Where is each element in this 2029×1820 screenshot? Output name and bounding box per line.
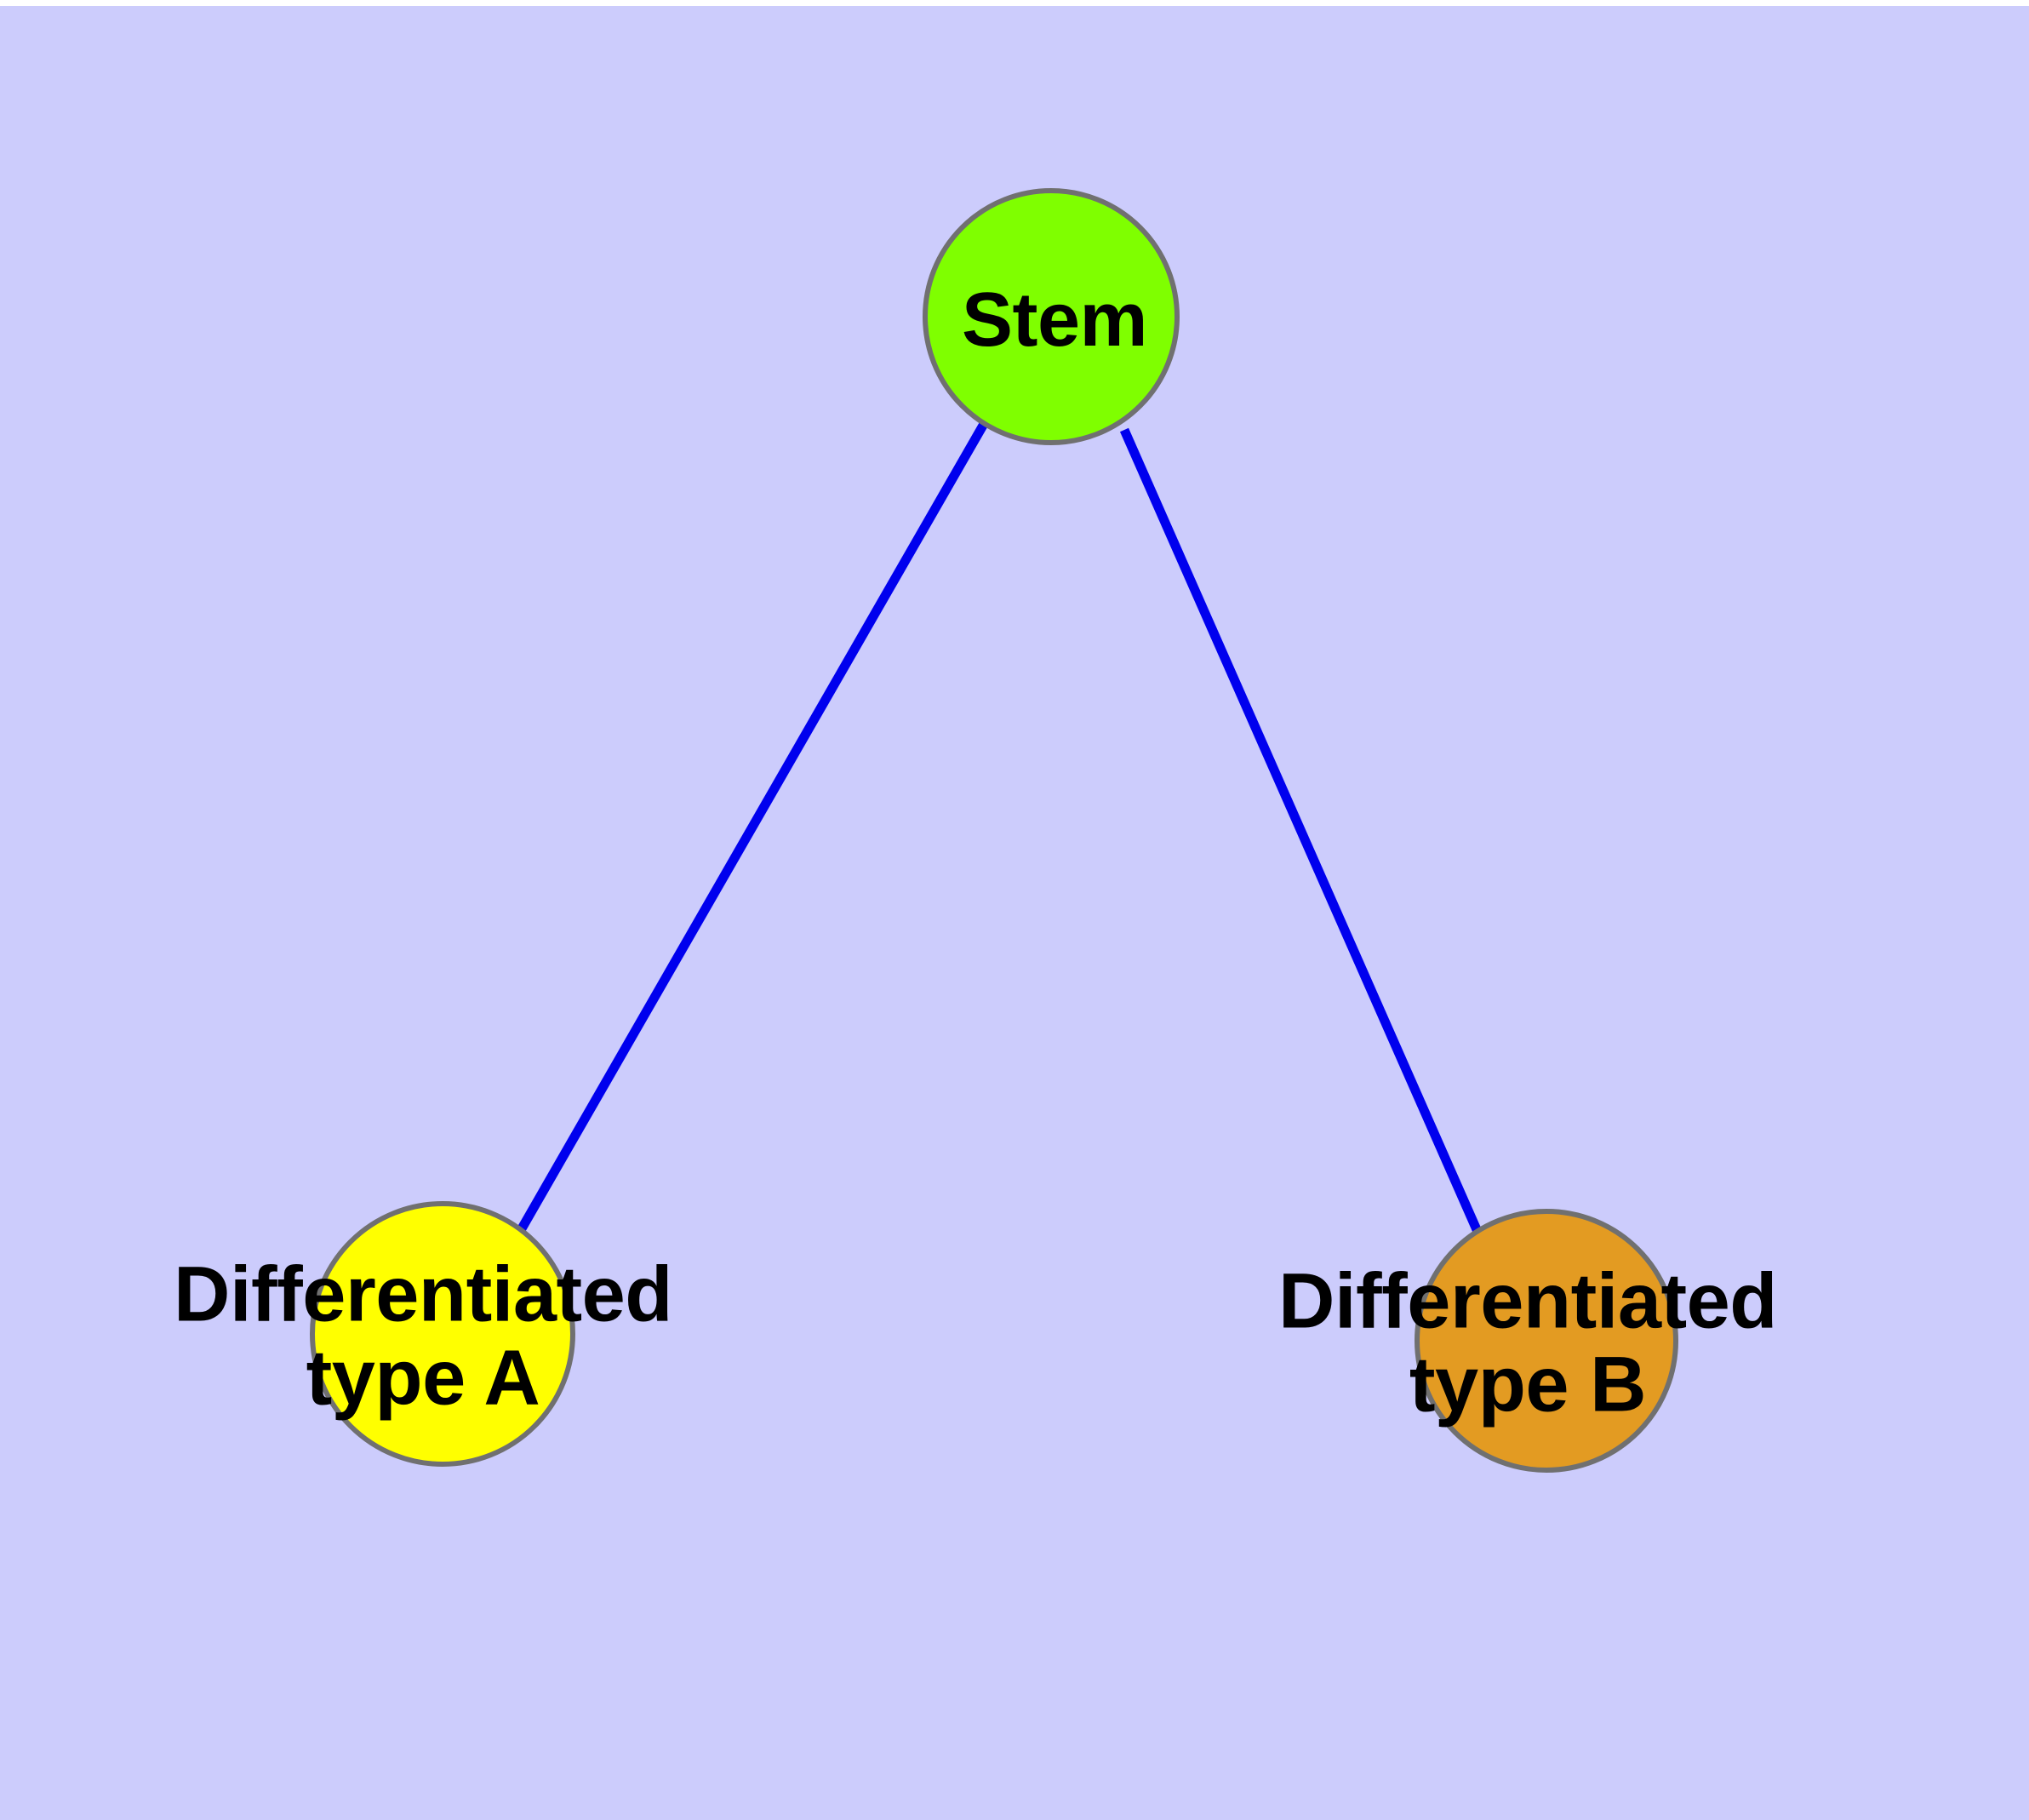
graph-edge-stem-diff_b[interactable] bbox=[1119, 427, 1483, 1236]
nodes-group bbox=[310, 188, 1678, 1473]
graph-node-diff_b[interactable] bbox=[1415, 1209, 1678, 1473]
edges-group bbox=[517, 421, 1483, 1236]
graph-edge-stem-diff_a[interactable] bbox=[517, 421, 988, 1233]
graph-node-stem[interactable] bbox=[923, 188, 1180, 445]
graph-node-diff_a[interactable] bbox=[310, 1201, 575, 1467]
